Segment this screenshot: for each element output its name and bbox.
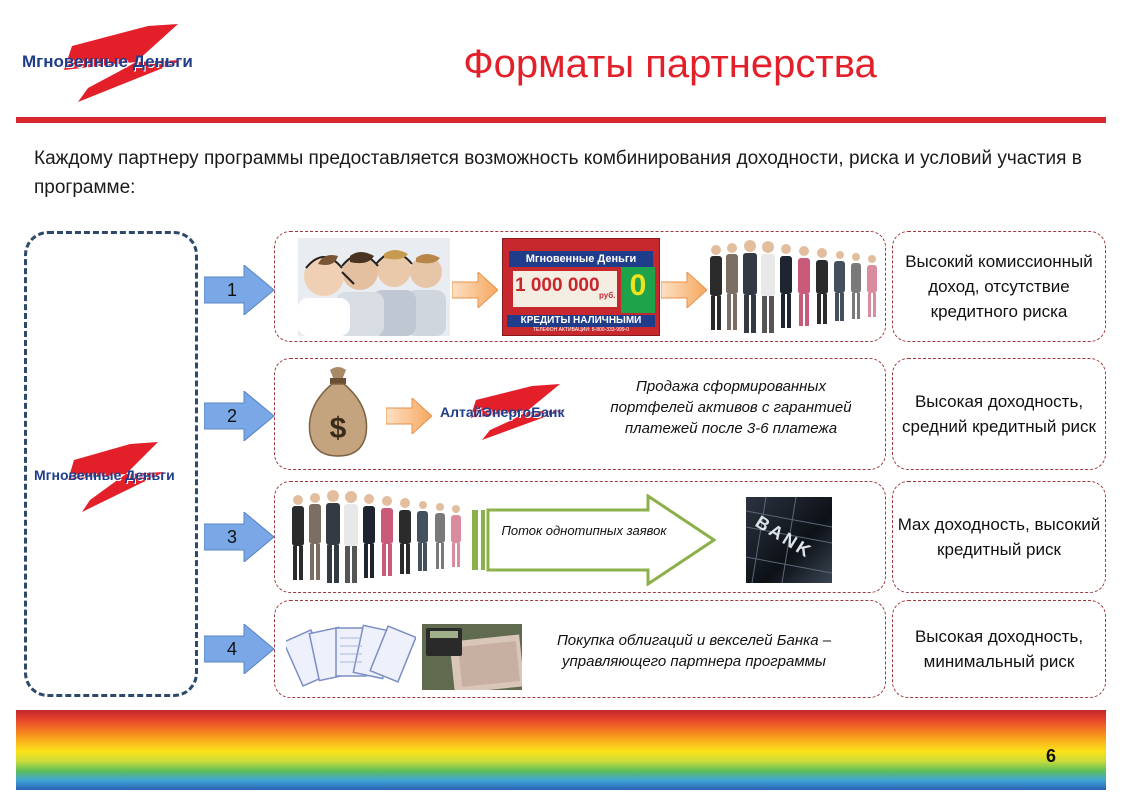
bonds-calculator-image [422, 624, 522, 690]
money-bag-icon: $ [308, 367, 368, 457]
row-2-result: Высокая доходность, средний кредитный ри… [892, 358, 1106, 470]
page-number: 6 [1045, 746, 1056, 766]
row-4-number-arrow-icon [204, 624, 275, 674]
row-4-result: Высокая доходность, минимальный риск [892, 600, 1106, 698]
call-center-operators-icon [298, 238, 450, 336]
row-4-note: Покупка облигаций и векселей Банка – упр… [556, 632, 832, 670]
row-2-box [274, 358, 886, 470]
row-3-number: 3 [226, 527, 237, 547]
row-2-note: Продажа сформированных портфелей активов… [610, 378, 852, 437]
title-divider [16, 117, 1106, 123]
row-4-box [274, 600, 886, 698]
promo-zero: 0 [629, 269, 647, 302]
business-people-group-icon [292, 490, 461, 583]
bank-logo-text: АлтайЭнергоБанк [440, 404, 565, 420]
credit-card-promo: Мгновенные Деньги 1 000 000 руб. 0 КРЕДИ… [502, 238, 660, 336]
flow-arrow-icon [661, 272, 707, 308]
promo-brand: Мгновенные Деньги [509, 251, 653, 267]
row-4-number: 4 [226, 639, 237, 659]
certificates-fan-icon [286, 624, 416, 688]
page-title: Форматы партнерства [463, 42, 877, 86]
promo-amount: 1 000 000 [515, 275, 600, 296]
promo-footer: КРЕДИТЫ НАЛИЧНЫМИ [507, 315, 655, 327]
row-3-number-arrow-icon [204, 512, 275, 562]
flow-arrow-icon [452, 272, 498, 308]
rainbow-footer-band [16, 710, 1106, 790]
flow-label: Поток однотипных заявок [501, 523, 667, 538]
row-3-result: Max доходность, высокий кредитный риск [892, 481, 1106, 593]
row-3-box [274, 481, 886, 593]
row-1-box [274, 231, 886, 342]
row-1-result: Высокий комиссионный доход, отсутствие к… [892, 231, 1106, 342]
flow-arrow-icon [386, 398, 432, 434]
bank-building-image: BANK [746, 497, 832, 583]
business-people-group-icon [710, 240, 877, 333]
left-panel-logo: Мгновенные Деньги [30, 440, 198, 514]
left-panel-logo-text: Мгновенные Деньги [34, 467, 175, 483]
row-1-number: 1 [226, 280, 237, 300]
row-2-number-arrow-icon [204, 391, 275, 441]
header-logo-text: Мгновенные Деньги [22, 52, 193, 71]
application-flow-arrow-icon [472, 494, 716, 586]
altai-energo-bank-logo: АлтайЭнергоБанк [436, 382, 588, 442]
building-windows-icon [746, 497, 832, 583]
row-2-number: 2 [226, 406, 237, 426]
partner-program-panel [24, 231, 198, 697]
row-1-number-arrow-icon [204, 265, 275, 315]
header-logo: Мгновенные Деньги [18, 22, 233, 104]
intro-text: Каждому партнеру программы предоставляет… [34, 148, 1082, 198]
promo-amount-unit: руб. [599, 291, 616, 300]
svg-text:$: $ [330, 412, 347, 445]
lightning-logo-icon [470, 384, 564, 440]
lightning-logo-icon [64, 24, 183, 102]
lightning-logo-icon [68, 442, 164, 512]
promo-phone: ТЕЛЕФОН АКТИВАЦИИ: 8-800-333-999-0 [532, 327, 629, 333]
